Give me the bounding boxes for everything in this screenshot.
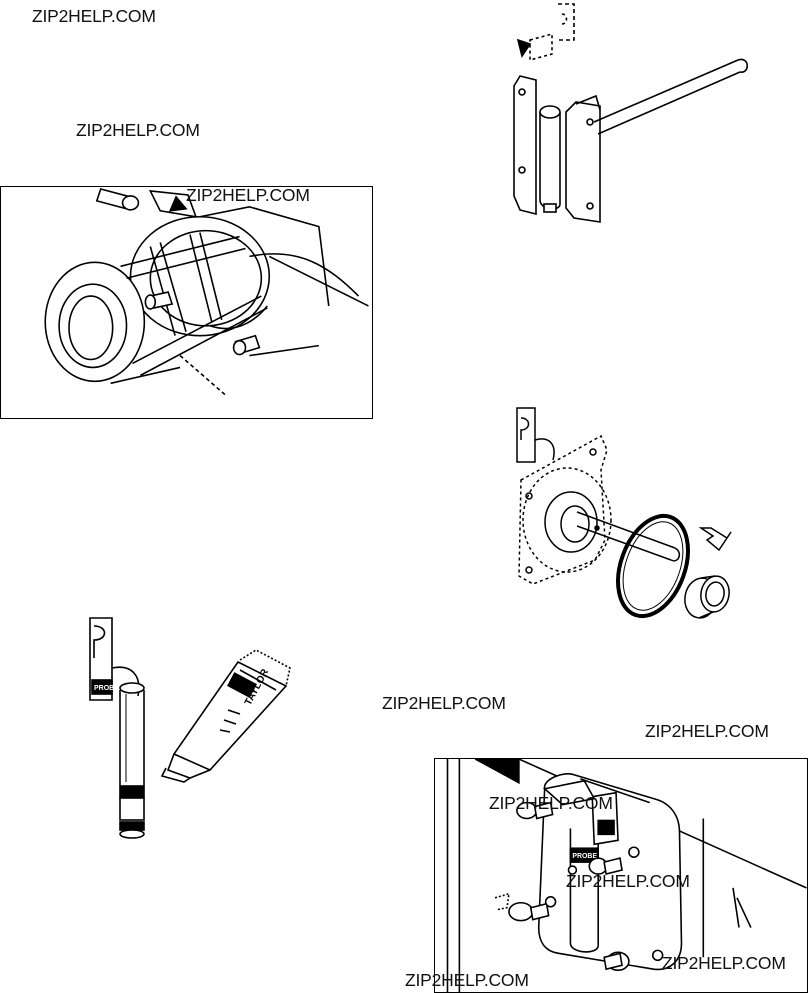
watermark-1: ZIP2HELP.COM <box>32 6 156 26</box>
figure-o-ring-installation <box>505 400 745 630</box>
watermark-2: ZIP2HELP.COM <box>76 120 200 140</box>
watermark-7: ZIP2HELP.COM <box>566 871 690 891</box>
watermark-3: ZIP2HELP.COM <box>186 185 310 205</box>
hanger-label: PROBE <box>94 685 119 692</box>
watermark-6: ZIP2HELP.COM <box>489 793 613 813</box>
watermark-8: ZIP2HELP.COM <box>662 953 786 973</box>
installed-probe-drawing: PROBE <box>446 759 807 992</box>
heater-rod-bracket-drawing <box>513 3 749 223</box>
watermark-9: ZIP2HELP.COM <box>405 970 529 990</box>
figure-probe-and-lubricant: PROBE TAYLOR <box>80 610 300 845</box>
o-ring-installation-drawing <box>516 407 732 619</box>
freezer-door-housing-drawing <box>44 188 369 396</box>
probe-and-lubricant-drawing: PROBE TAYLOR <box>89 617 291 839</box>
figure-installed-probe: PROBE <box>434 758 808 993</box>
figure-freezer-door-housing <box>0 186 373 419</box>
watermark-5: ZIP2HELP.COM <box>645 721 769 741</box>
watermark-4: ZIP2HELP.COM <box>382 693 506 713</box>
installed-label: PROBE <box>572 853 597 860</box>
figure-heater-rod-bracket <box>500 0 750 230</box>
